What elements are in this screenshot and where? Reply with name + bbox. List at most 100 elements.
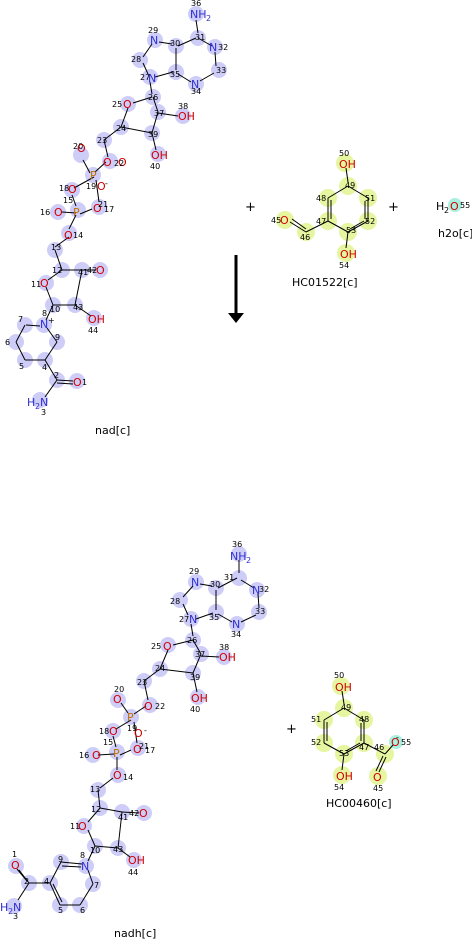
svg-text:33: 33 bbox=[216, 66, 226, 75]
svg-text:OH: OH bbox=[219, 651, 236, 664]
svg-text:42: 42 bbox=[129, 809, 139, 818]
svg-text:34: 34 bbox=[191, 87, 201, 96]
reactant-label-h2o: h2o[c] bbox=[438, 227, 472, 240]
svg-text:13: 13 bbox=[51, 243, 61, 252]
svg-text:36: 36 bbox=[232, 540, 242, 549]
svg-text:17: 17 bbox=[104, 205, 114, 214]
svg-text:48: 48 bbox=[316, 194, 326, 203]
svg-text:30: 30 bbox=[170, 39, 180, 48]
svg-text:O: O bbox=[68, 183, 77, 196]
svg-text:OH: OH bbox=[340, 248, 357, 261]
svg-text:-: - bbox=[144, 726, 147, 735]
svg-text:10: 10 bbox=[90, 846, 100, 855]
svg-text:6: 6 bbox=[80, 906, 85, 915]
svg-text:O: O bbox=[109, 725, 118, 738]
svg-text:35: 35 bbox=[209, 613, 219, 622]
svg-text:2: 2 bbox=[206, 14, 211, 23]
svg-text:26: 26 bbox=[187, 636, 197, 645]
svg-text:+: + bbox=[48, 316, 55, 325]
svg-text:29: 29 bbox=[189, 567, 199, 576]
svg-text:16: 16 bbox=[40, 208, 50, 217]
svg-text:24: 24 bbox=[155, 664, 165, 673]
svg-text:14: 14 bbox=[73, 231, 83, 240]
svg-text:28: 28 bbox=[131, 55, 141, 64]
svg-text:O: O bbox=[40, 277, 49, 290]
svg-text:29: 29 bbox=[148, 26, 158, 35]
svg-text:2: 2 bbox=[444, 206, 449, 215]
svg-text:38: 38 bbox=[178, 102, 188, 111]
svg-text:O: O bbox=[77, 142, 86, 155]
reactant-label-hc01522: HC01522[c] bbox=[292, 276, 358, 289]
svg-text:O: O bbox=[73, 376, 82, 389]
svg-text:12: 12 bbox=[52, 266, 62, 275]
svg-text:O: O bbox=[163, 640, 172, 653]
svg-text:32: 32 bbox=[259, 585, 269, 594]
svg-text:P: P bbox=[73, 206, 80, 219]
svg-text:N: N bbox=[40, 318, 48, 331]
svg-text:40: 40 bbox=[190, 705, 200, 714]
svg-text:N: N bbox=[209, 41, 217, 54]
svg-text:O: O bbox=[391, 736, 400, 749]
svg-text:N: N bbox=[81, 860, 89, 873]
svg-text:OH: OH bbox=[151, 149, 168, 162]
svg-text:31: 31 bbox=[224, 573, 234, 582]
svg-text:-: - bbox=[105, 179, 108, 188]
svg-text:OH: OH bbox=[88, 313, 105, 326]
svg-text:2: 2 bbox=[8, 907, 13, 916]
svg-text:55: 55 bbox=[401, 738, 411, 747]
svg-text:N: N bbox=[191, 576, 199, 589]
svg-text:36: 36 bbox=[191, 0, 201, 8]
svg-text:20: 20 bbox=[114, 685, 124, 694]
svg-text:47: 47 bbox=[359, 743, 369, 752]
svg-text:OH: OH bbox=[336, 770, 353, 783]
svg-text:28: 28 bbox=[170, 597, 180, 606]
svg-text:4: 4 bbox=[44, 877, 49, 886]
svg-text:30: 30 bbox=[210, 580, 220, 589]
svg-text:O: O bbox=[97, 180, 106, 193]
svg-text:49: 49 bbox=[345, 181, 355, 190]
h2o-molecule: H 2 O 55 bbox=[436, 198, 470, 215]
svg-text:-: - bbox=[396, 733, 399, 742]
svg-text:H: H bbox=[0, 901, 8, 914]
svg-text:50: 50 bbox=[339, 149, 349, 158]
svg-text:15: 15 bbox=[103, 738, 113, 747]
svg-text:22: 22 bbox=[114, 159, 124, 168]
svg-text:13: 13 bbox=[90, 785, 100, 794]
svg-text:N: N bbox=[232, 618, 240, 631]
svg-text:3: 3 bbox=[13, 912, 18, 921]
product-label-hc00460: HC00460[c] bbox=[326, 797, 392, 810]
reaction-arrow bbox=[228, 255, 244, 323]
svg-text:19: 19 bbox=[86, 182, 96, 191]
svg-text:54: 54 bbox=[339, 261, 349, 270]
svg-text:34: 34 bbox=[231, 630, 241, 639]
svg-text:12: 12 bbox=[91, 805, 101, 814]
svg-text:50: 50 bbox=[334, 671, 344, 680]
svg-text:OH: OH bbox=[335, 681, 352, 694]
svg-text:O: O bbox=[78, 820, 87, 833]
svg-text:23: 23 bbox=[97, 136, 107, 145]
svg-text:52: 52 bbox=[311, 738, 321, 747]
svg-text:55: 55 bbox=[460, 201, 470, 210]
svg-text:N: N bbox=[189, 613, 197, 626]
svg-text:O: O bbox=[144, 700, 153, 713]
svg-text:17: 17 bbox=[145, 746, 155, 755]
svg-text:46: 46 bbox=[374, 743, 384, 752]
nadh-molecule: NH2 N N N N O OH OH O P O O- O P O O O O… bbox=[0, 540, 269, 921]
svg-text:O: O bbox=[123, 98, 132, 111]
svg-text:O: O bbox=[113, 693, 122, 706]
svg-text:O: O bbox=[103, 156, 112, 169]
plus-sign-1: + bbox=[245, 200, 256, 215]
svg-text:53: 53 bbox=[339, 749, 349, 758]
svg-text:H: H bbox=[27, 396, 35, 409]
svg-text:45: 45 bbox=[373, 784, 383, 793]
svg-text:O: O bbox=[280, 214, 289, 227]
svg-text:2: 2 bbox=[54, 371, 59, 380]
svg-text:52: 52 bbox=[365, 217, 375, 226]
svg-text:O: O bbox=[11, 859, 20, 872]
svg-text:N: N bbox=[40, 396, 48, 409]
svg-text:P: P bbox=[127, 711, 134, 724]
svg-text:41: 41 bbox=[78, 268, 88, 277]
svg-text:21: 21 bbox=[139, 742, 149, 751]
